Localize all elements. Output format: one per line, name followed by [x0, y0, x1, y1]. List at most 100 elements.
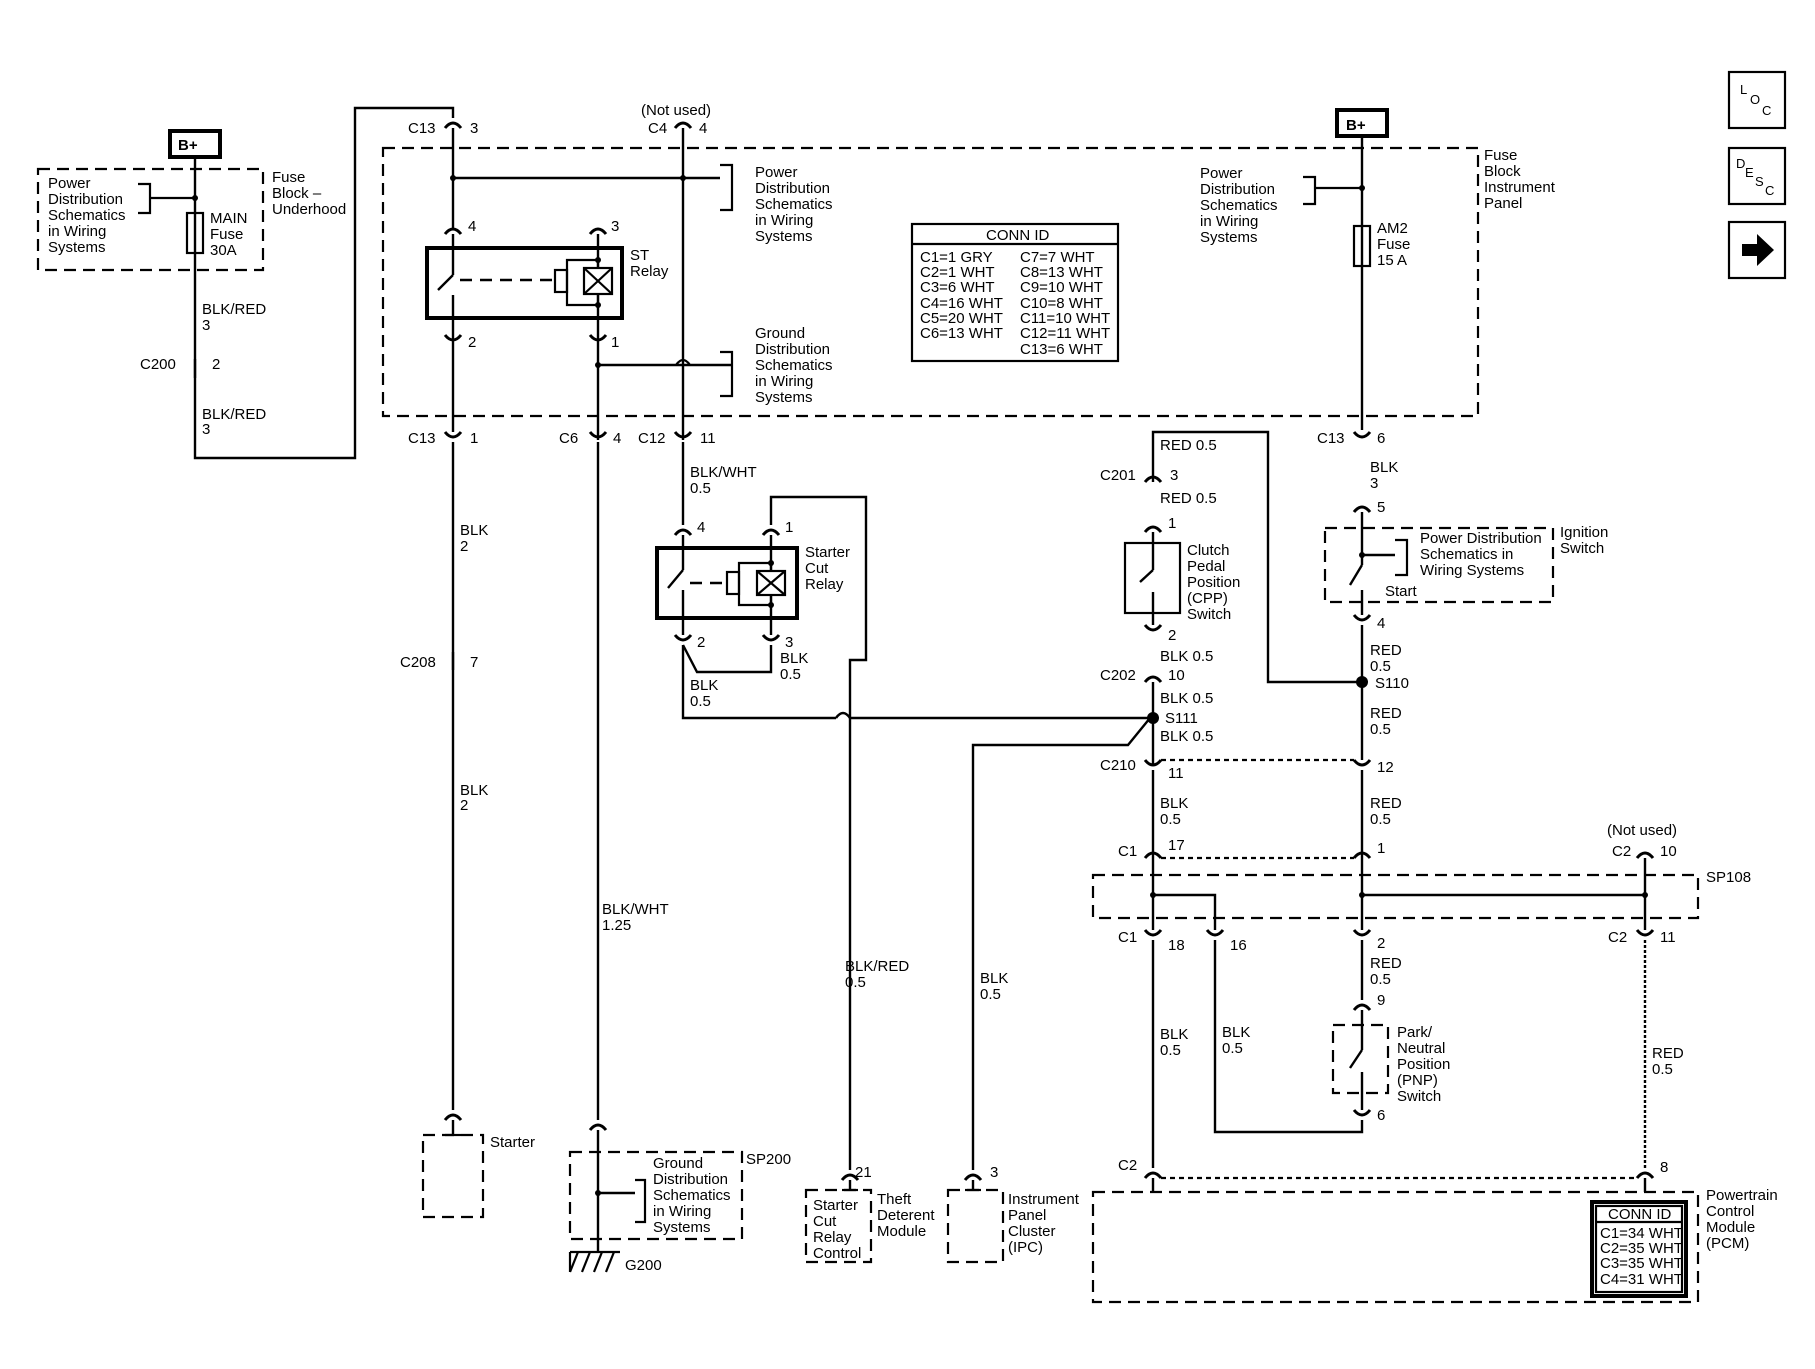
theft-module-box [804, 1188, 873, 1264]
svg-text:C10=8 WHT: C10=8 WHT [1020, 295, 1103, 312]
svg-text:Switch: Switch [1187, 606, 1231, 623]
svg-text:Wiring Systems: Wiring Systems [1420, 562, 1524, 579]
svg-text:Control: Control [813, 1245, 861, 1262]
next-arrow-button[interactable] [1727, 220, 1787, 280]
svg-text:10: 10 [1168, 667, 1185, 684]
svg-text:2: 2 [1377, 935, 1385, 952]
svg-text:15 A: 15 A [1377, 252, 1407, 269]
svg-text:C8=13 WHT: C8=13 WHT [1020, 264, 1103, 281]
svg-text:1: 1 [1168, 515, 1176, 532]
svg-text:RED 0.5: RED 0.5 [1160, 437, 1217, 454]
connector-c1-bottom: C1 [1118, 929, 1137, 946]
svg-text:4: 4 [1377, 615, 1385, 632]
svg-text:6: 6 [1377, 1107, 1385, 1124]
svg-text:C7=7 WHT: C7=7 WHT [1020, 249, 1095, 266]
g200-label: G200 [625, 1257, 662, 1274]
svg-text:Pedal: Pedal [1187, 558, 1225, 575]
svg-text:11: 11 [1660, 929, 1676, 946]
svg-text:Relay: Relay [813, 1229, 852, 1246]
svg-text:C9=10 WHT: C9=10 WHT [1020, 279, 1103, 296]
am2-fuse [1352, 224, 1372, 268]
svg-text:4: 4 [613, 430, 621, 447]
connector-c1-top: C1 [1118, 843, 1137, 860]
ground-symbol-g200 [568, 1250, 620, 1273]
svg-text:Fuse: Fuse [272, 169, 305, 186]
svg-text:2: 2 [468, 334, 476, 351]
svg-text:Instrument: Instrument [1484, 179, 1556, 196]
svg-text:8: 8 [1660, 1159, 1668, 1176]
svg-text:C11=10 WHT: C11=10 WHT [1020, 310, 1110, 327]
connector-c12: C12 [638, 430, 666, 447]
svg-text:Position: Position [1187, 574, 1240, 591]
svg-text:Panel: Panel [1484, 195, 1522, 212]
wire-color-blkred-2: BLK/RED [202, 406, 266, 423]
svg-text:Power: Power [1200, 165, 1243, 182]
svg-text:0.5: 0.5 [690, 480, 711, 497]
svg-text:in Wiring: in Wiring [48, 223, 106, 240]
svg-text:E: E [1745, 165, 1754, 180]
svg-text:Systems: Systems [653, 1219, 711, 1236]
desc-button[interactable]: D E S C [1727, 146, 1787, 206]
pcm-conn-id-title: CONN ID [1608, 1206, 1672, 1223]
svg-text:Schematics in: Schematics in [1420, 546, 1513, 563]
svg-text:0.5: 0.5 [845, 974, 866, 991]
svg-text:C: C [1765, 183, 1774, 198]
svg-text:3: 3 [202, 317, 210, 334]
svg-text:4: 4 [697, 519, 705, 536]
sp108-label: SP108 [1706, 869, 1751, 886]
svg-text:4: 4 [468, 218, 476, 235]
svg-text:C12=11 WHT: C12=11 WHT [1020, 325, 1110, 342]
svg-text:2: 2 [460, 797, 468, 814]
svg-text:3: 3 [470, 120, 478, 137]
loc-button[interactable]: L O C [1727, 70, 1787, 130]
svg-text:BLK: BLK [460, 522, 488, 539]
svg-text:(CPP): (CPP) [1187, 590, 1228, 607]
svg-text:Schematics: Schematics [755, 196, 833, 213]
svg-text:3: 3 [1170, 467, 1178, 484]
svg-text:C4=16 WHT: C4=16 WHT [920, 295, 1003, 312]
svg-text:Systems: Systems [48, 239, 106, 256]
starter-label: Starter [490, 1134, 535, 1151]
svg-text:3: 3 [785, 634, 793, 651]
svg-text:Power: Power [755, 164, 798, 181]
svg-text:Park/: Park/ [1397, 1024, 1433, 1041]
svg-text:6: 6 [1377, 430, 1385, 447]
connector-c202: C202 [1100, 667, 1136, 684]
svg-text:2: 2 [1168, 627, 1176, 644]
svg-text:Block: Block [1484, 163, 1521, 180]
b-plus-right: B+ [1346, 117, 1366, 134]
svg-text:C4=31 WHT: C4=31 WHT [1600, 1271, 1683, 1288]
wire-color-blkred-1: BLK/RED [202, 301, 266, 318]
svg-text:10: 10 [1660, 843, 1677, 860]
svg-text:Powertrain: Powertrain [1706, 1187, 1778, 1204]
svg-text:C5=20 WHT: C5=20 WHT [920, 310, 1003, 327]
svg-text:RED 0.5: RED 0.5 [1160, 490, 1217, 507]
svg-text:Fuse: Fuse [1377, 236, 1410, 253]
svg-text:C13=6 WHT: C13=6 WHT [1020, 341, 1103, 358]
svg-text:2: 2 [460, 538, 468, 555]
svg-text:21: 21 [855, 1164, 872, 1181]
svg-text:Neutral: Neutral [1397, 1040, 1445, 1057]
starter-box [421, 1133, 485, 1219]
svg-text:Switch: Switch [1397, 1088, 1441, 1105]
svg-text:S: S [1755, 174, 1764, 189]
svg-text:RED: RED [1652, 1045, 1684, 1062]
svg-text:RED: RED [1370, 795, 1402, 812]
svg-text:1: 1 [785, 519, 793, 536]
starter-cut-relay [655, 546, 799, 620]
conn-id-col-a: C1=1 GRY C2=1 WHT C3=6 WHT C4=16 WHT C5=… [920, 249, 1003, 342]
svg-text:BLK: BLK [1160, 1026, 1188, 1043]
svg-text:1: 1 [470, 430, 478, 447]
st-relay [425, 246, 624, 320]
svg-text:in Wiring: in Wiring [1200, 213, 1258, 230]
sp200-box [568, 1150, 744, 1241]
